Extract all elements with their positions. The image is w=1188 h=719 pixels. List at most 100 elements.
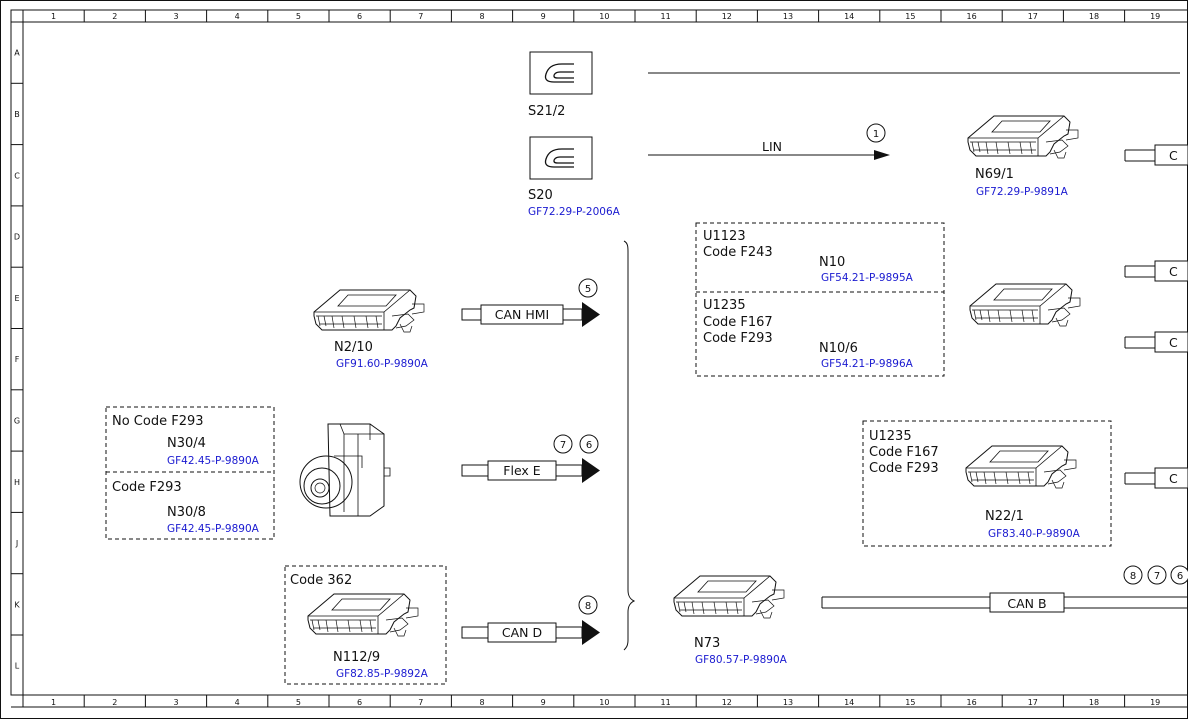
ref-link[interactable]: GF42.45-P-9890A: [167, 523, 260, 535]
ruler-row-label: G: [14, 416, 20, 425]
ruler-column-label: 8: [479, 698, 484, 707]
camera-icon: [299, 423, 391, 517]
ref-link[interactable]: GF82.85-P-9892A: [336, 668, 429, 680]
ruler-column-label: 2: [112, 12, 117, 21]
code-label: U1235: [703, 298, 746, 313]
code-label: Code F243: [703, 245, 773, 260]
marker-number: 6: [586, 440, 592, 451]
ecu-label: N73: [694, 636, 720, 651]
marker-number: 7: [1154, 571, 1160, 582]
ecu-icon: [307, 593, 419, 637]
ruler-column-label: 17: [1028, 698, 1038, 707]
ruler-column-label: 11: [661, 12, 671, 21]
bus-label: Flex E: [503, 463, 541, 478]
ruler-column-label: 15: [905, 12, 915, 21]
bus-can-b: CAN B 8 7 6: [821, 565, 1188, 613]
code-label: Code F293: [112, 480, 182, 495]
ruler-column-label: 3: [173, 12, 178, 21]
ruler-column-label: 2: [112, 698, 117, 707]
ecu-label: N2/10: [334, 340, 373, 355]
connector-letter: C: [1169, 471, 1178, 486]
ruler-column-label: 18: [1089, 12, 1099, 21]
ruler-column-label: 6: [357, 12, 362, 21]
camera-option-box: No Code F293 N30/4 GF42.45-P-9890A Code …: [105, 406, 275, 540]
ruler-row-label: H: [14, 478, 20, 487]
ruler-column-label: 4: [235, 12, 240, 21]
ref-link[interactable]: GF42.45-P-9890A: [167, 455, 260, 467]
ref-link[interactable]: GF80.57-P-9890A: [695, 654, 788, 666]
connector-letter: C: [1169, 148, 1178, 163]
ruler-column-label: 6: [357, 698, 362, 707]
ruler-column-label: 5: [296, 698, 301, 707]
switch-label: S21/2: [528, 104, 565, 119]
ref-link[interactable]: GF54.21-P-9896A: [821, 358, 914, 370]
code-label: U1235: [869, 429, 912, 444]
marker-number: 1: [873, 129, 879, 140]
bus-label: CAN HMI: [495, 307, 549, 322]
marker-number: 8: [585, 601, 591, 612]
ruler-column-label: 7: [418, 12, 423, 21]
ref-link[interactable]: GF54.21-P-9895A: [821, 272, 914, 284]
ecu-label: N30/8: [167, 505, 206, 520]
ruler-row-label: D: [14, 233, 20, 242]
bus-label: CAN B: [1007, 596, 1046, 611]
ecu-icon: [313, 289, 425, 333]
connector-c-4: C: [1124, 467, 1188, 489]
ecu-label: N112/9: [333, 650, 380, 665]
ruler-column-label: 4: [235, 698, 240, 707]
ecu-label: N22/1: [985, 509, 1024, 524]
ref-link[interactable]: GF83.40-P-9890A: [988, 528, 1081, 540]
switch-s20: S20 GF72.29-P-2006A: [528, 136, 621, 218]
ruler-column-label: 15: [905, 698, 915, 707]
ruler-column-label: 14: [844, 698, 854, 707]
switch-icon: [529, 51, 593, 95]
bus-label: LIN: [762, 139, 782, 154]
code-label: Code F167: [869, 445, 939, 460]
connector-c-1: C: [1124, 144, 1188, 166]
ruler-column-label: 13: [783, 12, 793, 21]
connector-c-2: C: [1124, 260, 1188, 282]
ruler-column-label: 13: [783, 698, 793, 707]
ruler-column-label: 19: [1150, 698, 1160, 707]
ruler-column-label: 11: [661, 698, 671, 707]
ref-link[interactable]: GF72.29-P-9891A: [976, 186, 1069, 198]
ecu-n73: N73 GF80.57-P-9890A: [673, 575, 788, 666]
bus-label: CAN D: [502, 625, 542, 640]
ref-link[interactable]: GF72.29-P-2006A: [528, 206, 621, 218]
bus-flex-e: Flex E 7 6: [461, 434, 600, 483]
ruler-column-label: 1: [51, 12, 56, 21]
ecu-n69-1: N69/1 GF72.29-P-9891A: [967, 115, 1079, 198]
ref-link[interactable]: GF91.60-P-9890A: [336, 358, 429, 370]
code-label: U1123: [703, 229, 746, 244]
connector-c-3: C: [1124, 331, 1188, 353]
ruler-column-label: 10: [599, 698, 609, 707]
connector-letter: C: [1169, 335, 1178, 350]
marker-number: 6: [1177, 571, 1183, 582]
ruler-row-label: C: [14, 171, 20, 180]
ecu-label: N69/1: [975, 167, 1014, 182]
marker-number: 8: [1130, 571, 1136, 582]
n112-option-box: Code 362 N112/9 GF82.85-P-9892A: [284, 565, 447, 685]
ruler-column-label: 16: [967, 698, 977, 707]
switch-label: S20: [528, 188, 553, 203]
marker-number: 5: [585, 284, 591, 295]
code-label: Code F167: [703, 315, 773, 330]
ecu-icon: [673, 575, 785, 619]
ecu-label: N10/6: [819, 341, 858, 356]
n22-option-box: U1235 Code F167 Code F293 N22/1 GF83.40-…: [862, 420, 1112, 547]
ecu-n2-10: N2/10 GF91.60-P-9890A: [313, 289, 429, 370]
ruler-column-label: 10: [599, 12, 609, 21]
bus-can-d: CAN D 8: [461, 595, 600, 645]
code-label: No Code F293: [112, 414, 204, 429]
ecu-label: N30/4: [167, 436, 206, 451]
ecu-icon: [965, 445, 1077, 489]
bus-can-hmi: CAN HMI 5: [461, 278, 600, 327]
ruler-column-label: 5: [296, 12, 301, 21]
ruler-column-label: 17: [1028, 12, 1038, 21]
ruler-column-label: 3: [173, 698, 178, 707]
ruler-column-label: 12: [722, 12, 732, 21]
